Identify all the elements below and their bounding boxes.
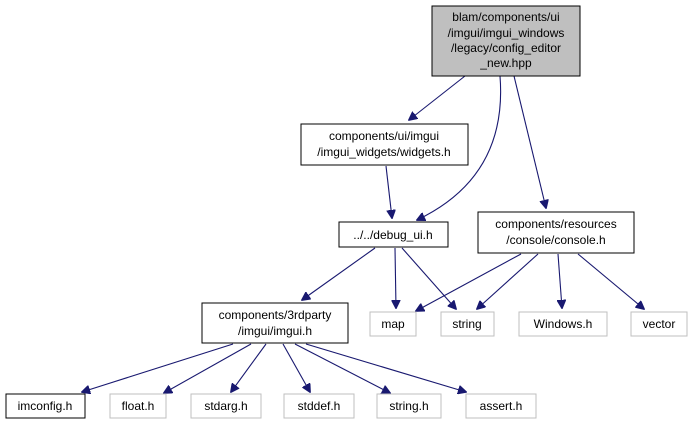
node-imgui-line-2: /imgui/imgui.h: [238, 324, 312, 338]
node-console-h[interactable]: components/resources /console/console.h: [477, 211, 635, 254]
node-root-line-3: /legacy/config_editor: [451, 41, 561, 55]
node-vector-label: vector: [643, 317, 676, 331]
node-debug-ui-h[interactable]: ../../debug_ui.h: [338, 221, 449, 248]
node-stddef-label: stddef.h: [298, 399, 341, 413]
edge-imgui-to-string-h: [294, 343, 390, 393]
node-string-label: string: [452, 317, 481, 331]
node-widgets-line-1: components/ui/imgui: [329, 129, 439, 143]
edge-imgui-to-assert: [305, 343, 466, 392]
edge-console-to-vector: [577, 253, 644, 309]
edge-debug-ui-to-map: [395, 247, 396, 308]
edge-console-to-string: [477, 253, 539, 309]
node-map: map: [369, 311, 417, 337]
edge-debug-ui-to-string: [401, 247, 456, 309]
edge-console-to-map: [416, 253, 522, 311]
edge-imgui-to-float: [164, 343, 252, 393]
node-string-h-label: string.h: [389, 399, 428, 413]
node-root-line-4: _new.hpp: [479, 56, 532, 70]
edges: [82, 75, 644, 393]
edge-console-to-windows: [558, 253, 562, 308]
edge-root-to-console: [513, 75, 546, 208]
node-string-h: string.h: [376, 393, 442, 419]
node-float-h: float.h: [109, 393, 167, 419]
edge-debug-ui-to-imgui: [302, 247, 376, 300]
node-console-line-1: components/resources: [495, 217, 616, 231]
node-map-label: map: [381, 317, 405, 331]
node-stdarg-h: stdarg.h: [190, 393, 262, 419]
edge-root-to-widgets: [409, 75, 466, 120]
node-imconfig-label: imconfig.h: [18, 399, 73, 413]
node-root-line-1: blam/components/ui: [452, 10, 559, 24]
node-widgets-h[interactable]: components/ui/imgui /imgui_widgets/widge…: [300, 123, 469, 166]
edge-imgui-to-imconfig: [82, 343, 234, 392]
node-stddef-h: stddef.h: [283, 393, 355, 419]
node-imconfig-h[interactable]: imconfig.h: [5, 393, 86, 419]
node-windows-h: Windows.h: [518, 311, 608, 337]
node-root-line-2: /imgui/imgui_windows: [448, 26, 565, 40]
nodes: blam/components/ui /imgui/imgui_windows …: [5, 5, 688, 419]
node-string: string: [440, 311, 495, 337]
node-stdarg-label: stdarg.h: [204, 399, 247, 413]
edge-root-to-debug-ui: [417, 75, 502, 220]
node-windows-label: Windows.h: [534, 317, 593, 331]
edge-imgui-to-stdarg: [231, 343, 267, 392]
node-console-line-2: /console/console.h: [506, 233, 605, 247]
node-debug-ui-label: ../../debug_ui.h: [353, 228, 432, 242]
node-vector: vector: [630, 311, 688, 337]
node-widgets-line-2: /imgui_widgets/widgets.h: [317, 145, 450, 159]
node-assert-label: assert.h: [480, 399, 523, 413]
edge-widgets-to-debug-ui: [385, 165, 392, 218]
edge-imgui-to-stddef: [282, 343, 310, 392]
node-assert-h: assert.h: [465, 393, 537, 419]
node-imgui-line-1: components/3rdparty: [219, 308, 332, 322]
node-float-label: float.h: [122, 399, 155, 413]
node-root-file[interactable]: blam/components/ui /imgui/imgui_windows …: [431, 5, 581, 77]
node-imgui-h[interactable]: components/3rdparty /imgui/imgui.h: [201, 302, 349, 344]
